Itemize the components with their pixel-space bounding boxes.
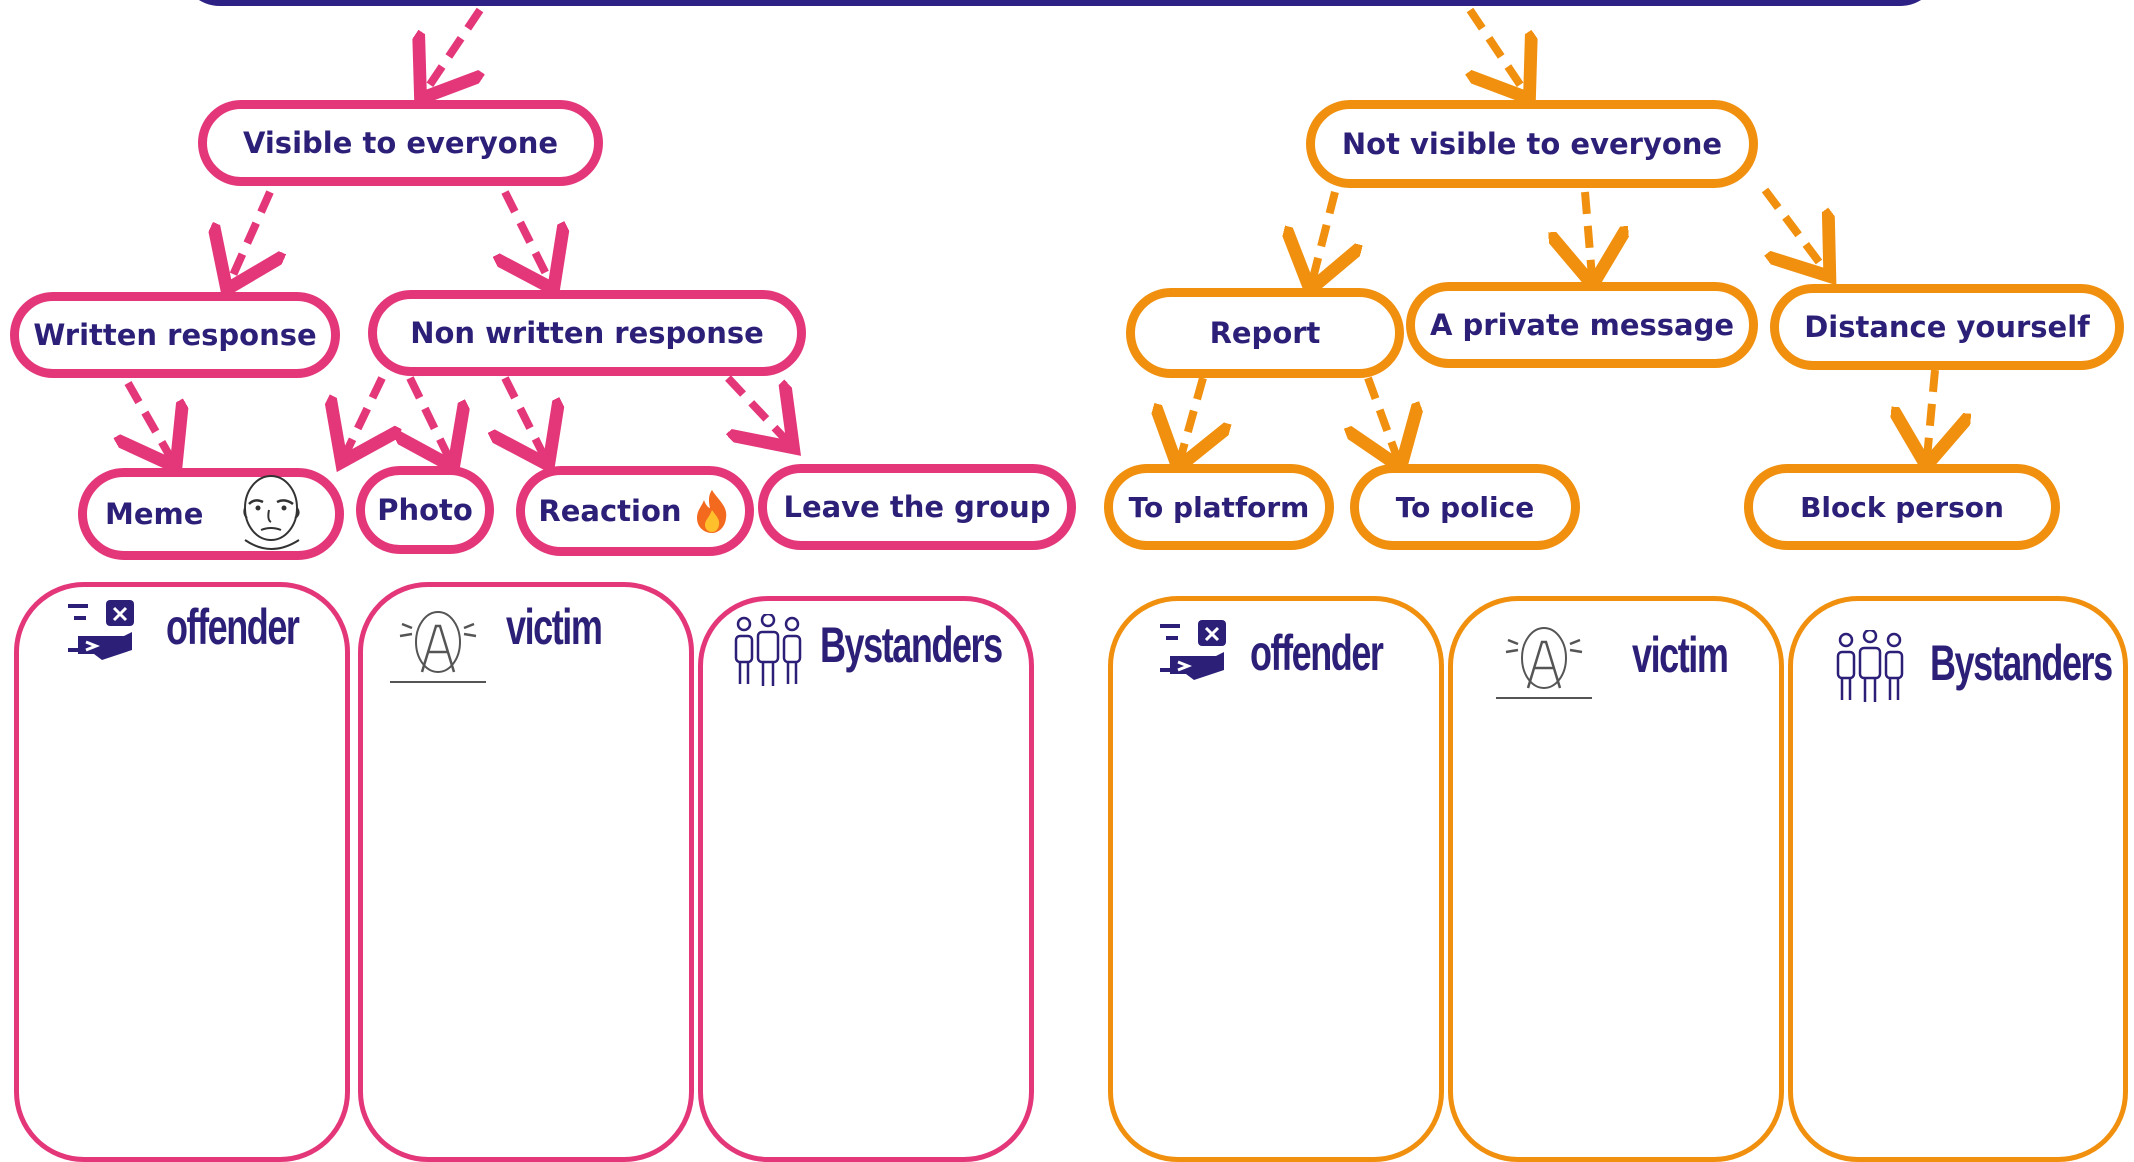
orange-victim-card: [1448, 596, 1784, 1162]
bystanders-icon: [734, 614, 802, 686]
arrow-top-to-notvisible: [1470, 7, 1525, 92]
pink-bystanders-card: [698, 596, 1034, 1162]
not-visible-to-everyone-node: Not visible to everyone: [1306, 100, 1758, 188]
meme-node: Meme: [78, 468, 344, 560]
pink-victim-title: victim: [506, 599, 603, 655]
to-police-node: To police: [1350, 464, 1580, 550]
arrow-written-to-meme: [128, 381, 172, 460]
orange-offender-card: [1108, 596, 1444, 1162]
meme-label: Meme: [105, 497, 204, 531]
arrow-nonwritten-to-meme: [345, 376, 382, 455]
victim-icon: [1496, 627, 1592, 699]
arrow-nonwritten-to-leave: [725, 375, 788, 442]
non-written-response-label: Non written response: [410, 316, 764, 350]
orange-bystanders-title: Bystanders: [1930, 635, 2113, 691]
report-label: Report: [1209, 316, 1321, 350]
arrow-notvisible-to-private: [1585, 191, 1592, 277]
offender-icon: [68, 600, 134, 660]
leave-the-group-label: Leave the group: [783, 490, 1051, 524]
offender-icon: [1160, 620, 1226, 680]
report-node: Report: [1126, 288, 1404, 378]
written-response-node: Written response: [10, 292, 340, 378]
orange-victim-title: victim: [1632, 627, 1729, 683]
not-visible-to-everyone-label: Not visible to everyone: [1341, 127, 1723, 161]
top-banner: [180, 0, 1940, 6]
reaction-node: Reaction: [516, 466, 754, 556]
block-person-node: Block person: [1744, 464, 2060, 550]
visible-to-everyone-node: Visible to everyone: [198, 100, 603, 186]
victim-icon: [390, 611, 486, 683]
pink-offender-card: [14, 582, 350, 1162]
to-platform-label: To platform: [1128, 490, 1310, 524]
arrow-visible-to-nonwritten: [505, 190, 550, 282]
bystanders-icon: [1836, 630, 1904, 702]
photo-label: Photo: [377, 493, 473, 527]
fire-emoji-icon: [696, 490, 726, 533]
visible-to-everyone-label: Visible to everyone: [242, 126, 559, 160]
pink-victim-card: [358, 582, 694, 1162]
distance-yourself-label: Distance yourself: [1804, 310, 2090, 344]
arrow-report-to-police: [1368, 376, 1398, 460]
non-written-response-node: Non written response: [368, 290, 806, 376]
photo-node: Photo: [356, 466, 494, 554]
private-message-label: A private message: [1429, 308, 1735, 342]
pink-offender-title: offender: [166, 599, 300, 655]
to-police-label: To police: [1395, 490, 1535, 524]
to-platform-node: To platform: [1104, 464, 1334, 550]
distance-yourself-node: Distance yourself: [1770, 284, 2124, 370]
arrow-report-to-platform: [1180, 376, 1203, 460]
arrow-notvisible-to-report: [1312, 191, 1335, 282]
pink-bystanders-title: Bystanders: [820, 617, 1003, 673]
meme-face-icon: [243, 475, 301, 550]
arrow-top-to-visible: [425, 7, 480, 92]
block-person-label: Block person: [1800, 490, 2004, 524]
leave-the-group-node: Leave the group: [758, 464, 1076, 550]
arrow-notvisible-to-distance: [1761, 187, 1825, 270]
written-response-label: Written response: [33, 318, 317, 352]
reaction-label: Reaction: [538, 494, 682, 528]
private-message-node: A private message: [1406, 282, 1758, 368]
arrow-nonwritten-to-photo: [410, 376, 450, 460]
arrow-nonwritten-to-reaction: [505, 376, 545, 458]
orange-offender-title: offender: [1250, 625, 1384, 681]
arrow-visible-to-written: [230, 190, 270, 282]
arrow-distance-to-block: [1927, 369, 1935, 458]
